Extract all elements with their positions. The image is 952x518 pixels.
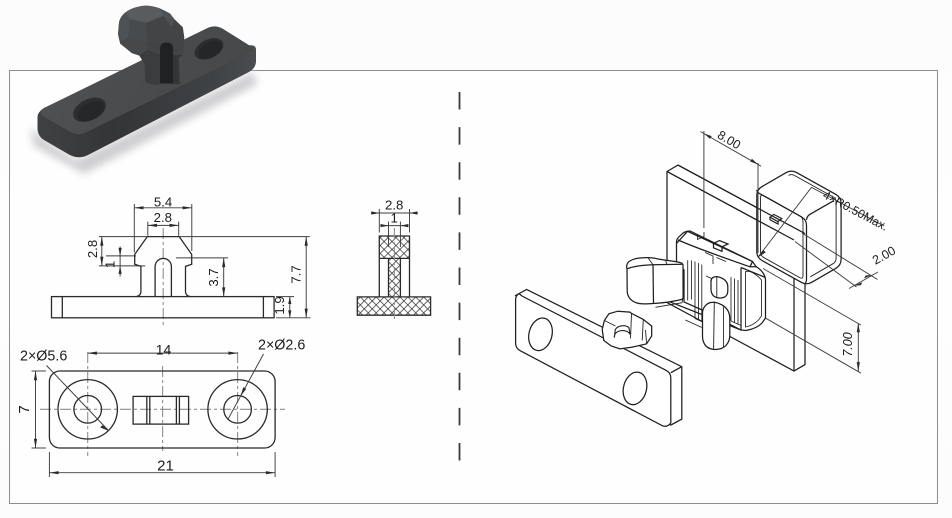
svg-text:2.8: 2.8	[154, 210, 172, 225]
svg-text:7.7: 7.7	[289, 265, 304, 283]
svg-text:7.00: 7.00	[841, 332, 855, 356]
svg-text:14: 14	[156, 342, 172, 358]
svg-text:2.8: 2.8	[85, 240, 100, 258]
svg-text:1: 1	[391, 210, 398, 225]
svg-text:7: 7	[16, 405, 33, 413]
svg-text:2.8: 2.8	[385, 198, 403, 213]
svg-text:1.9: 1.9	[272, 296, 287, 314]
svg-text:2×Ø5.6: 2×Ø5.6	[20, 349, 67, 365]
svg-text:21: 21	[157, 458, 174, 475]
svg-text:5.4: 5.4	[154, 194, 172, 209]
svg-text:2×Ø2.6: 2×Ø2.6	[258, 338, 305, 354]
svg-text:1: 1	[103, 261, 118, 268]
svg-text:3.7: 3.7	[206, 268, 221, 286]
